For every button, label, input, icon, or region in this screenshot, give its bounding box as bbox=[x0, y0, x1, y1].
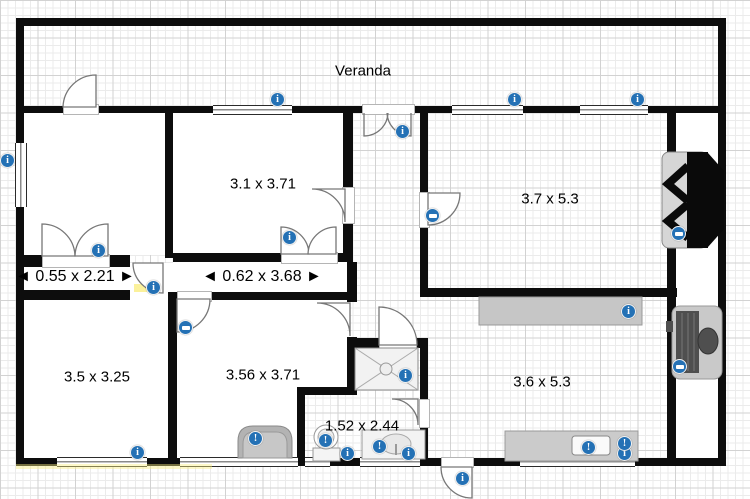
selection-highlight bbox=[16, 464, 212, 469]
wall-corridor-long-bottom[interactable] bbox=[210, 292, 353, 300]
door-opening[interactable] bbox=[379, 337, 417, 350]
alert-icon[interactable]: ! bbox=[581, 440, 596, 455]
info-icon[interactable]: i bbox=[630, 92, 645, 107]
wall-outer-bottom[interactable] bbox=[472, 458, 520, 466]
info-icon[interactable]: i bbox=[0, 153, 15, 168]
door-opening[interactable] bbox=[63, 104, 99, 115]
alert-icon[interactable]: ! bbox=[372, 439, 387, 454]
room-floor-3-5 bbox=[24, 300, 168, 458]
wall-veranda[interactable] bbox=[292, 106, 362, 113]
corridor-long-label: ◄ 0.62 x 3.68 ► bbox=[202, 268, 322, 285]
wall-outer-bottom[interactable] bbox=[420, 458, 441, 466]
window[interactable] bbox=[57, 457, 147, 467]
wall-room35-right[interactable] bbox=[168, 292, 177, 458]
wall-shower-top[interactable] bbox=[415, 338, 428, 348]
info-icon[interactable]: i bbox=[130, 445, 145, 460]
wall-outer-bottom[interactable] bbox=[330, 458, 360, 466]
wall-outer-bottom[interactable] bbox=[147, 458, 180, 466]
wall-room356-right-upper[interactable] bbox=[347, 262, 357, 302]
wall-corridor-long-top[interactable] bbox=[336, 253, 353, 262]
wall-veranda[interactable] bbox=[16, 106, 63, 113]
window[interactable] bbox=[580, 105, 648, 115]
veranda-label: Veranda bbox=[335, 62, 391, 80]
wall-shower-top[interactable] bbox=[347, 338, 379, 348]
wall-room37-bottom[interactable] bbox=[420, 288, 677, 297]
wall-corridor-small-bottom[interactable] bbox=[16, 290, 130, 300]
wall-outer-bottom[interactable] bbox=[298, 458, 305, 466]
door-opening[interactable] bbox=[342, 187, 355, 224]
door-opening[interactable] bbox=[419, 399, 430, 428]
info-icon[interactable]: i bbox=[507, 92, 522, 107]
wall-corridor-long-top[interactable] bbox=[173, 253, 281, 262]
right-corridor-floor bbox=[676, 107, 718, 458]
alert-icon[interactable]: ! bbox=[318, 433, 333, 448]
wall-corridor-small-top[interactable] bbox=[16, 255, 42, 267]
wall-bathroom-mid[interactable] bbox=[297, 387, 357, 395]
wall-room31-right-upper[interactable] bbox=[343, 106, 353, 187]
room-3-6-label: 3.6 x 5.3 bbox=[513, 373, 571, 391]
info-icon[interactable]: i bbox=[395, 124, 410, 139]
window[interactable] bbox=[15, 143, 27, 207]
corridor-floor-long bbox=[173, 262, 347, 292]
window[interactable] bbox=[213, 105, 292, 115]
door-opening[interactable] bbox=[281, 252, 338, 264]
wall-outer-bottom[interactable] bbox=[635, 458, 726, 466]
door-arc[interactable] bbox=[62, 74, 97, 108]
alert-icon[interactable]: ! bbox=[248, 431, 263, 446]
wall-bathroom-right-upper[interactable] bbox=[420, 338, 428, 399]
wall-veranda[interactable] bbox=[648, 106, 726, 113]
door-opening[interactable] bbox=[441, 457, 474, 468]
door-opening[interactable] bbox=[362, 104, 415, 115]
wall-room31-right-lower[interactable] bbox=[343, 222, 353, 262]
wall-bathroom-left-upper[interactable] bbox=[347, 337, 357, 390]
corridor-small-label: ◄ 0.55 x 2.21 ► bbox=[15, 268, 135, 285]
wall-kitchen-right[interactable] bbox=[667, 113, 676, 458]
media-icon[interactable] bbox=[425, 208, 440, 223]
room-3-56-label: 3.56 x 3.71 bbox=[225, 366, 301, 384]
room-3-1-label: 3.1 x 3.71 bbox=[230, 175, 296, 193]
wall-hallway-right-upper[interactable] bbox=[420, 106, 428, 192]
wall-outer-left-lower[interactable] bbox=[16, 207, 24, 466]
media-icon[interactable] bbox=[672, 359, 687, 374]
wall-outer-left-upper[interactable] bbox=[16, 18, 24, 143]
wall-veranda[interactable] bbox=[523, 106, 580, 113]
wall-corridor-small-top[interactable] bbox=[108, 255, 130, 267]
window[interactable] bbox=[452, 105, 523, 115]
info-icon[interactable]: i bbox=[282, 230, 297, 245]
shower-drain-icon bbox=[379, 362, 393, 376]
info-icon[interactable]: i bbox=[401, 446, 416, 461]
wall-room31-left[interactable] bbox=[165, 113, 173, 258]
info-icon[interactable]: i bbox=[270, 92, 285, 107]
room-3-5-label: 3.5 x 3.25 bbox=[64, 368, 130, 386]
wall-outer-top[interactable] bbox=[16, 18, 726, 26]
wall-outer-bottom[interactable] bbox=[16, 458, 57, 466]
room-3-7-label: 3.7 x 5.3 bbox=[521, 190, 579, 208]
info-icon[interactable]: i bbox=[340, 446, 355, 461]
room-floor-top-left bbox=[24, 113, 165, 255]
wall-hallway-right-lower[interactable] bbox=[420, 226, 428, 297]
media-icon[interactable] bbox=[178, 320, 193, 335]
window[interactable] bbox=[305, 457, 330, 467]
info-icon[interactable]: i bbox=[398, 368, 413, 383]
room-floor-3-56-lower bbox=[177, 387, 297, 458]
sideboard[interactable] bbox=[478, 296, 643, 326]
corridor-floor-small bbox=[16, 267, 130, 290]
wall-outer-right[interactable] bbox=[718, 18, 726, 466]
window[interactable] bbox=[520, 457, 635, 467]
info-icon[interactable]: i bbox=[621, 304, 636, 319]
wall-bathroom-left-lower[interactable] bbox=[297, 387, 305, 458]
media-icon[interactable] bbox=[671, 226, 686, 241]
info-icon[interactable]: i bbox=[91, 243, 106, 258]
info-icon[interactable]: i bbox=[455, 471, 470, 486]
wall-veranda[interactable] bbox=[413, 106, 452, 113]
bathroom-label: 1.52 x 2.44 bbox=[324, 417, 400, 435]
info-icon[interactable]: i bbox=[146, 280, 161, 295]
wall-bathroom-right-lower[interactable] bbox=[420, 426, 428, 458]
wall-veranda[interactable] bbox=[97, 106, 213, 113]
door-opening[interactable] bbox=[177, 291, 212, 302]
alert-icon[interactable]: ! bbox=[617, 436, 632, 451]
door-arc[interactable] bbox=[363, 112, 389, 137]
